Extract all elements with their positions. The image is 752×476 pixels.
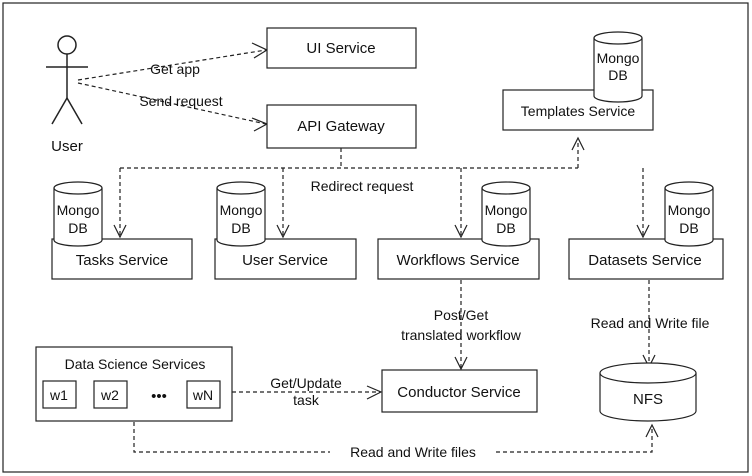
user-icon	[46, 35, 88, 125]
worker-w2-label: w2	[100, 387, 119, 403]
read-write-files-label: Read and Write files	[350, 444, 476, 460]
api-gateway-box	[266, 104, 417, 149]
datasets-service-label: Datasets Service	[588, 252, 701, 269]
db-label-mongo: Mongo	[485, 202, 528, 218]
db-label-db: DB	[496, 220, 515, 236]
ui-service-label: UI Service	[306, 40, 375, 57]
read-write-file-label: Read and Write file	[591, 315, 710, 331]
worker-w1-label: w1	[49, 387, 68, 403]
get-update-label: Get/Update	[270, 375, 342, 391]
workers-ellipsis: •••	[151, 388, 167, 405]
get-app-label: Get app	[150, 61, 200, 77]
nfs-storage-icon: NFS	[599, 362, 697, 422]
templates-service-label: Templates Service	[521, 103, 636, 119]
workflows-db-icon: Mongo DB	[481, 181, 531, 247]
datasets-db-icon: Mongo DB	[664, 181, 714, 247]
worker-wn-label: wN	[192, 387, 213, 403]
data-science-services-title: Data Science Services	[65, 356, 206, 372]
nfs-label: NFS	[633, 391, 663, 408]
db-label-db: DB	[68, 220, 87, 236]
tasks-db-icon: Mongo DB	[53, 181, 103, 247]
db-label-db: DB	[608, 67, 627, 83]
user-service-label: User Service	[242, 252, 328, 269]
user-label: User	[51, 138, 83, 155]
user-db-icon: Mongo DB	[216, 181, 266, 247]
edge-get-app	[77, 49, 267, 81]
workflows-service-label: Workflows Service	[396, 252, 519, 269]
redirect-request-label: Redirect request	[311, 178, 414, 194]
task-label: task	[293, 392, 320, 408]
post-get-label: Post/Get	[434, 307, 489, 323]
conductor-service-label: Conductor Service	[397, 384, 520, 401]
db-label-db: DB	[231, 220, 250, 236]
db-label-db: DB	[679, 220, 698, 236]
translated-workflow-label: translated workflow	[401, 327, 522, 343]
conductor-service-box	[381, 369, 538, 413]
arrowheads	[113, 42, 659, 438]
db-label-mongo: Mongo	[57, 202, 100, 218]
worker-wn-box	[186, 380, 221, 409]
read-write-files-label-bg	[330, 443, 496, 461]
api-gateway-label: API Gateway	[297, 118, 385, 135]
worker-w1-box	[42, 380, 77, 409]
tasks-service-label: Tasks Service	[76, 252, 169, 269]
worker-w2-box	[93, 380, 128, 409]
templates-db-icon: Mongo DB	[593, 31, 643, 103]
db-label-mongo: Mongo	[597, 50, 640, 66]
ui-service-box	[266, 27, 417, 69]
db-label-mongo: Mongo	[668, 202, 711, 218]
db-label-mongo: Mongo	[220, 202, 263, 218]
send-request-label: Send request	[139, 93, 222, 109]
